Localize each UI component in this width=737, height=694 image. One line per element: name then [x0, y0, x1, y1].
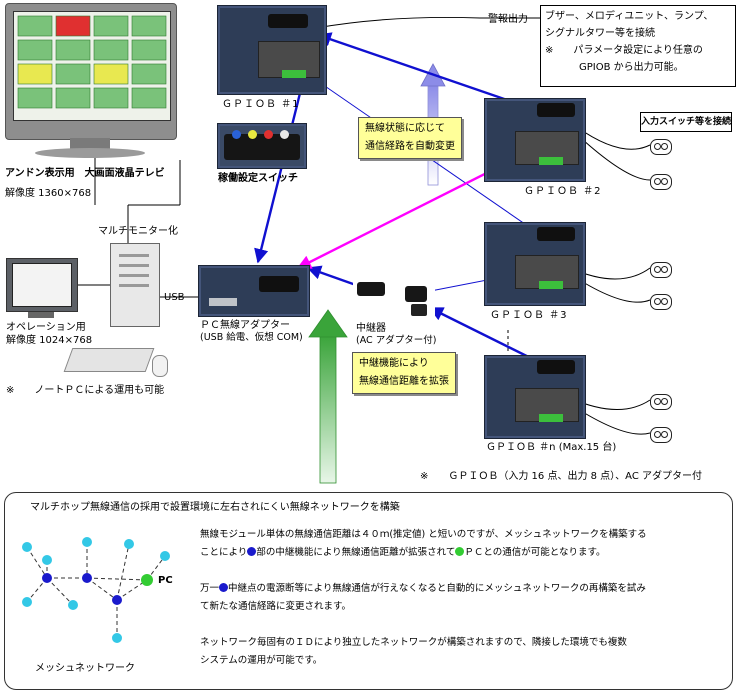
switch-box-icon [217, 123, 307, 169]
input-switch-label: 入力スイッチ等を接続 [640, 112, 732, 132]
switch-icon [650, 262, 672, 278]
mesh-paragraph-3b: システムの運用が可能です。 [200, 655, 323, 666]
pc-dot-icon [455, 547, 465, 556]
gpiob-1-label: ＧＰＩＯＢ ＃1 [222, 99, 300, 110]
relay-node [82, 573, 92, 583]
relay-extension-note: 中継機能により 無線通信距離を拡張 [352, 352, 456, 394]
pc-node [141, 574, 153, 586]
gpiob-spec-note: ※ ＧＰＩＯＢ（入力 16 点、出力 8 点）、AC アダプター付 [420, 471, 703, 482]
tv-display-icon [5, 3, 177, 140]
gpiob-2-unit [484, 98, 586, 182]
relay-dot-icon [219, 583, 229, 592]
op-title: オペレーション用 [6, 322, 86, 333]
switch-icon [650, 394, 672, 410]
pc-tower-icon [110, 243, 160, 327]
mesh-network-panel [4, 492, 733, 690]
switch-icon [650, 174, 672, 190]
relay-sub: (AC アダプター付) [356, 335, 437, 346]
end-node [124, 539, 134, 549]
mesh-pc-label: PC [158, 575, 173, 586]
relay-node [112, 595, 122, 605]
alarm-output-label: 警報出力 [488, 14, 528, 25]
gpiob-3-label: ＧＰＩＯＢ ＃3 [490, 310, 568, 321]
multi-monitor-label: マルチモニター化 [98, 226, 178, 237]
gpiob-2-label: ＧＰＩＯＢ ＃2 [524, 186, 602, 197]
pc-adapter-sub: (USB 給電、仮想 COM) [200, 332, 303, 343]
mouse-icon [152, 355, 168, 377]
alarm-cable [315, 16, 540, 29]
mesh-highlight-arrow [308, 309, 348, 484]
andon-screen [13, 11, 171, 121]
tv-title: アンドン表示用 大画面液晶テレビ [5, 168, 165, 179]
end-node [68, 600, 78, 610]
tv-stand [35, 148, 145, 158]
note-pc: ※ ノートＰＣによる運用も可能 [6, 385, 165, 396]
gpiob-1-unit [217, 5, 327, 95]
relay-unit-icon [353, 278, 435, 320]
alarm-desc-box: ブザー、メロディユニット、ランプ、 シグナルタワー等を接続 ※ パラメータ設定に… [540, 5, 736, 87]
end-node [22, 597, 32, 607]
monitor-icon [6, 258, 78, 312]
relay-title: 中継器 [356, 323, 386, 334]
route-change-note: 無線状態に応じて 通信経路を自動変更 [358, 117, 462, 159]
mesh-paragraph-2a: 万一中継点の電源断等により無線通信が行えなくなると自動的にメッシュネットワークの… [200, 583, 646, 594]
switch-icon [650, 294, 672, 310]
usb-label: USB [164, 292, 185, 303]
usb-adapter-icon [198, 265, 310, 317]
switch-box-label: 稼働設定スイッチ [218, 173, 298, 184]
mesh-network-diagram [22, 537, 170, 643]
pc-adapter-title: ＰＣ無線アダプター [200, 320, 290, 331]
keyboard-icon [63, 348, 155, 372]
mesh-caption: メッシュネットワーク [35, 663, 135, 674]
mesh-panel-title: マルチホップ無線通信の採用で設置環境に左右されにくい無線ネットワークを構築 [30, 502, 400, 513]
relay-node [42, 573, 52, 583]
end-node [22, 542, 32, 552]
op-resolution: 解像度 1024×768 [6, 335, 93, 346]
end-node [112, 633, 122, 643]
mesh-paragraph-1a: 無線モジュール単体の無線通信距離は４０ｍ(推定値) と短いのですが、メッシュネッ… [200, 529, 647, 540]
relay-dot-icon [247, 547, 257, 556]
gpiob-n-label: ＧＰＩＯＢ ＃n (Max.15 台) [486, 442, 617, 453]
end-node [82, 537, 92, 547]
gpiob-3-unit [484, 222, 586, 306]
mesh-paragraph-2b: て新たな通信経路に変更されます。 [200, 601, 352, 612]
mesh-paragraph-3a: ネットワーク毎固有のＩＤにより独立したネットワークが構築されますので、隣接した環… [200, 637, 627, 648]
tv-resolution: 解像度 1360×768 [5, 188, 92, 199]
gpiob-n-unit [484, 355, 586, 439]
switch-icon [650, 139, 672, 155]
switch-icon [650, 427, 672, 443]
end-node [42, 555, 52, 565]
end-node [160, 551, 170, 561]
